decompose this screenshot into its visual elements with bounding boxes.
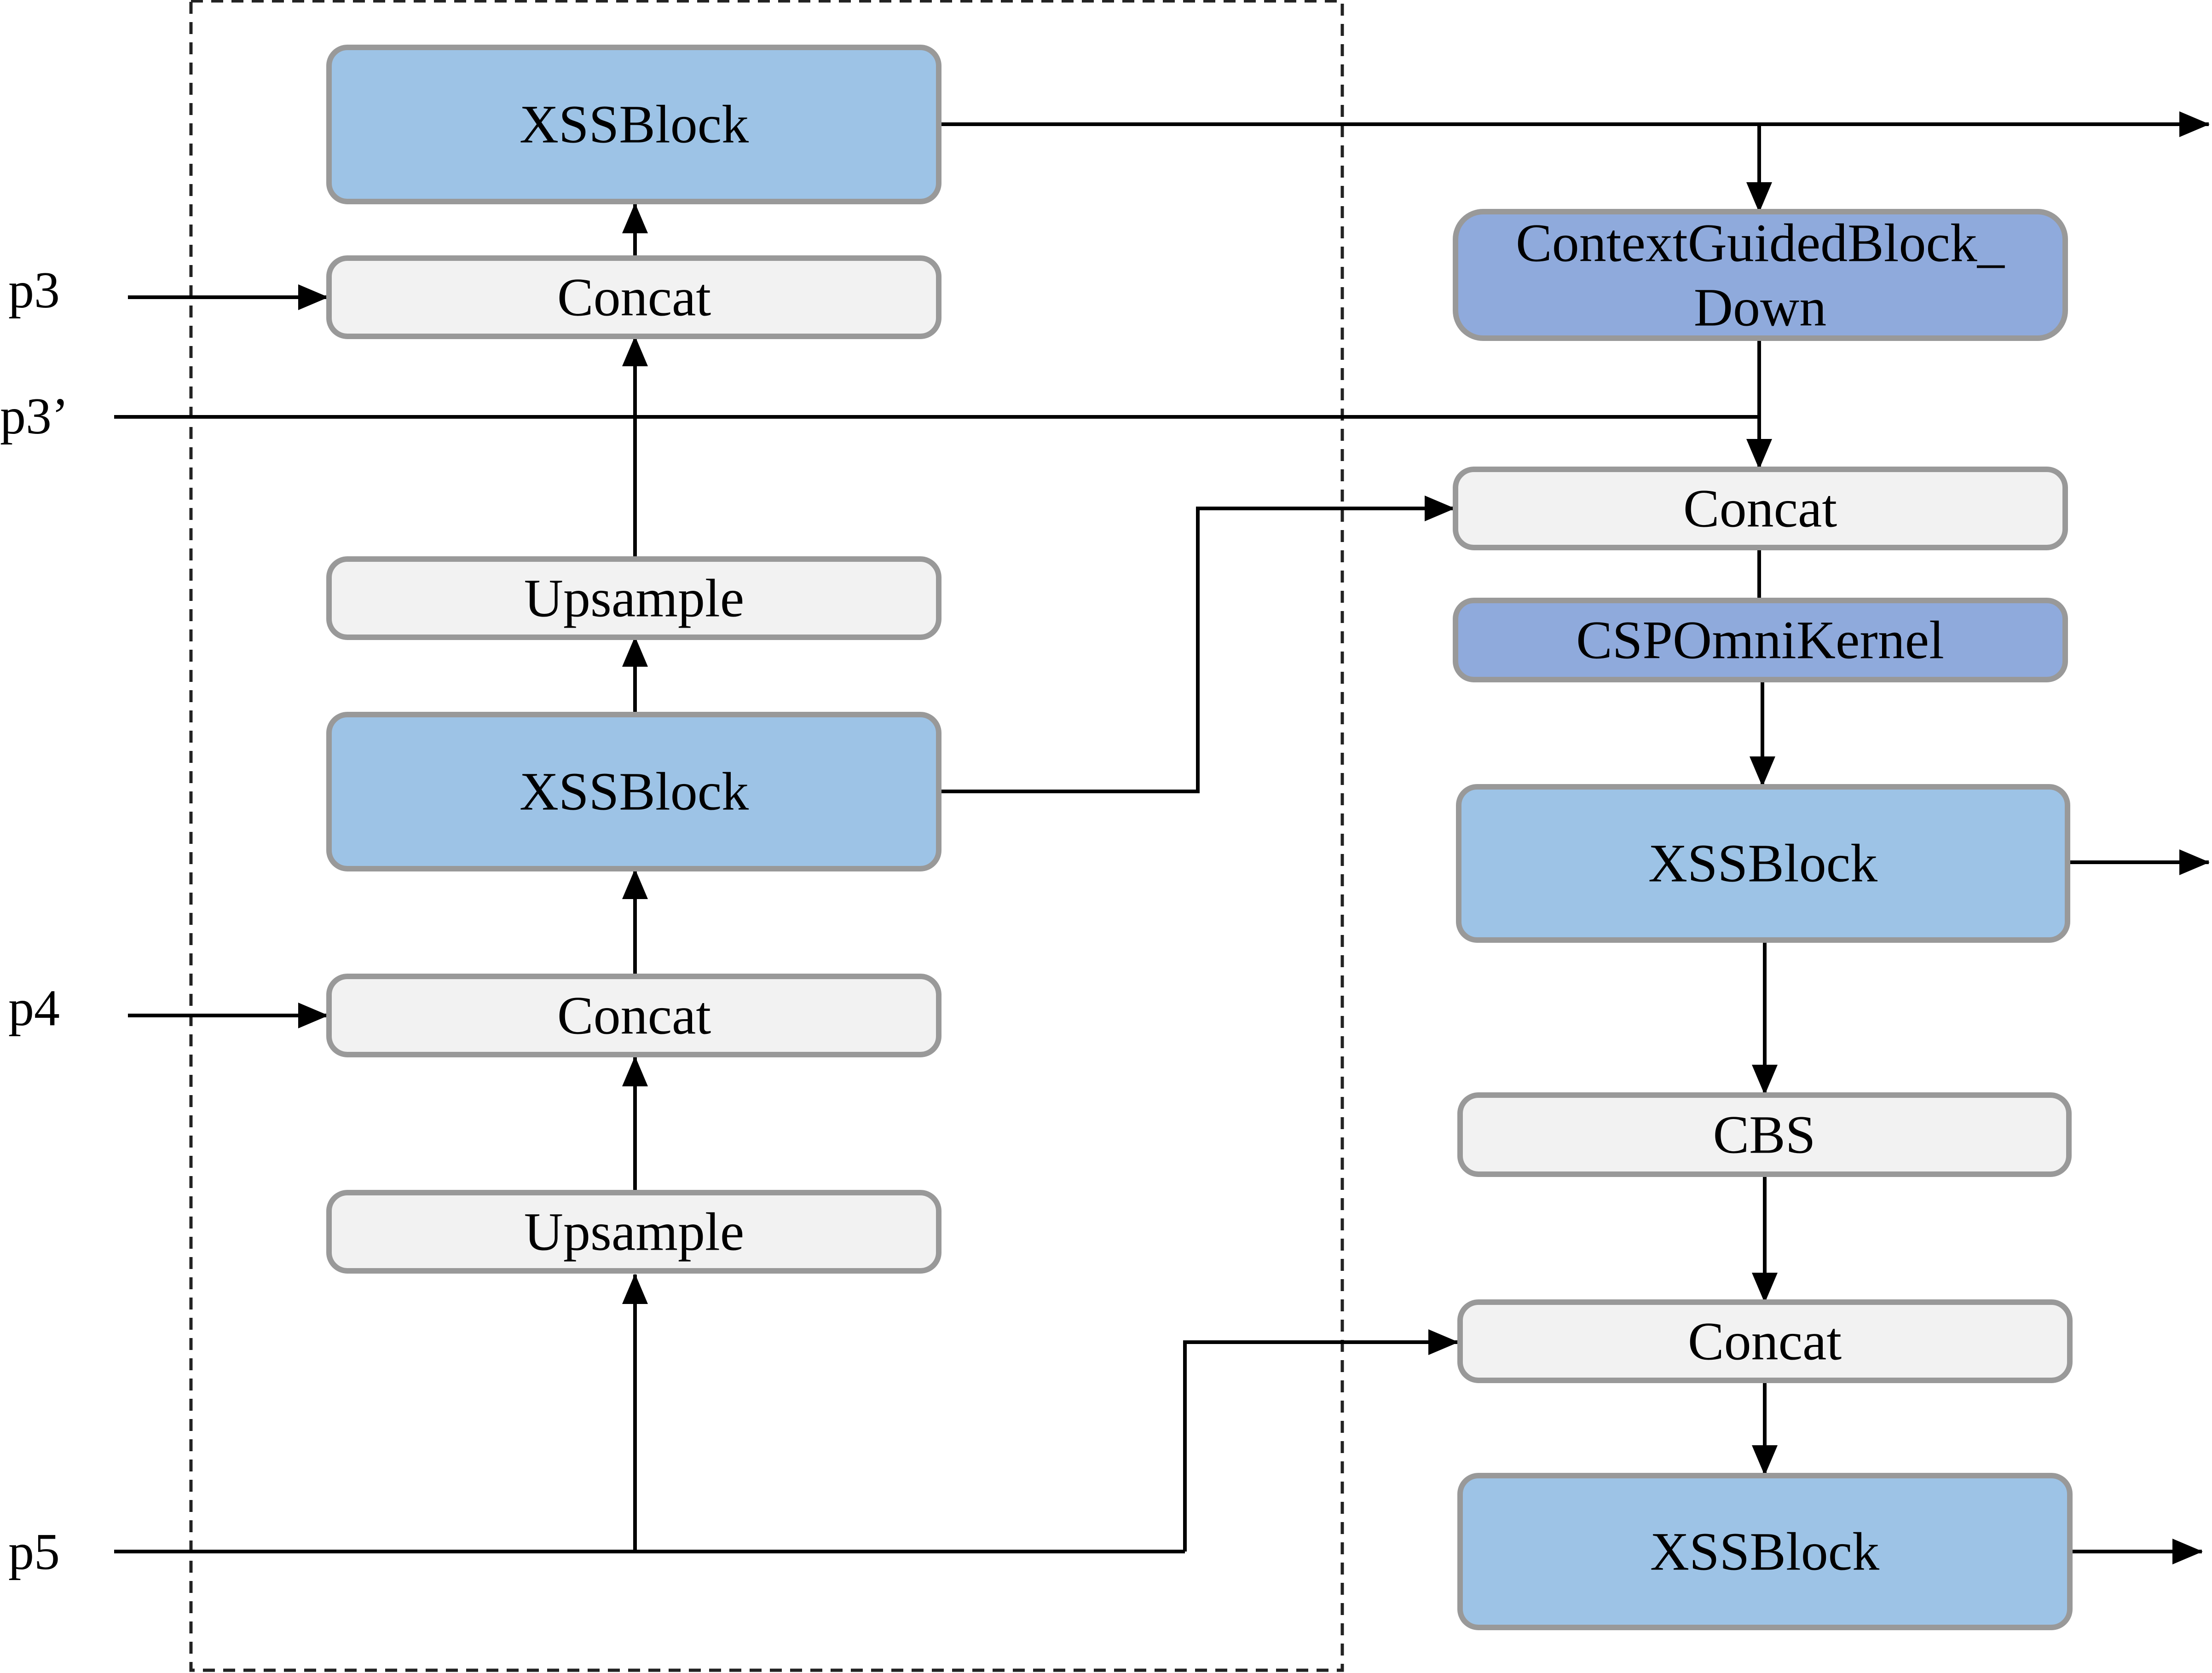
left-concat-bottom: Concat [326,974,941,1057]
left-concat-top: Concat [326,255,941,339]
right-csp-label: CSPOmniKernel [1576,610,1944,670]
input-label-p4: p4 [8,980,60,1037]
left-upsample-bottom: Upsample [326,1190,941,1274]
left-upsample-top-label: Upsample [524,568,744,629]
right-csp-omni-kernel: CSPOmniKernel [1453,598,2068,682]
right-concat-bottom: Concat [1457,1299,2073,1383]
input-label-p3-prime: p3’ [0,388,69,445]
left-xssblock-top-label: XSSBlock [520,94,749,155]
right-xssblock-bottom: XSSBlock [1457,1473,2073,1630]
input-label-p3: p3 [8,262,60,319]
right-concat-bottom-label: Concat [1688,1311,1842,1372]
right-context-guided-block-down: ContextGuidedBlock_ Down [1453,209,2068,341]
right-cbs-label: CBS [1713,1105,1815,1165]
left-concat-top-label: Concat [557,267,711,328]
left-xssblock-top: XSSBlock [326,45,941,204]
left-upsample-top: Upsample [326,556,941,640]
right-xssblock-mid: XSSBlock [1456,784,2070,943]
left-upsample-bottom-label: Upsample [524,1202,744,1262]
edge-p5-to-right-concat [1183,1329,1459,1552]
left-xssblock-mid-label: XSSBlock [520,762,749,822]
right-cgb-label-line1: ContextGuidedBlock_ [1516,213,2005,273]
right-xssblock-mid-label: XSSBlock [1648,833,1877,894]
dashed-group-frame [189,0,1344,1672]
edge-left-xssblock-to-right-concat [939,496,1455,793]
right-xssblock-bottom-label: XSSBlock [1650,1522,1879,1582]
right-cbs: CBS [1457,1092,2072,1177]
left-xssblock-mid: XSSBlock [326,712,941,871]
right-cgb-label-line2: Down [1694,277,1826,338]
input-label-p5: p5 [8,1523,60,1581]
right-concat-top: Concat [1453,467,2068,550]
left-concat-bottom-label: Concat [557,986,711,1046]
right-concat-top-label: Concat [1683,479,1837,539]
